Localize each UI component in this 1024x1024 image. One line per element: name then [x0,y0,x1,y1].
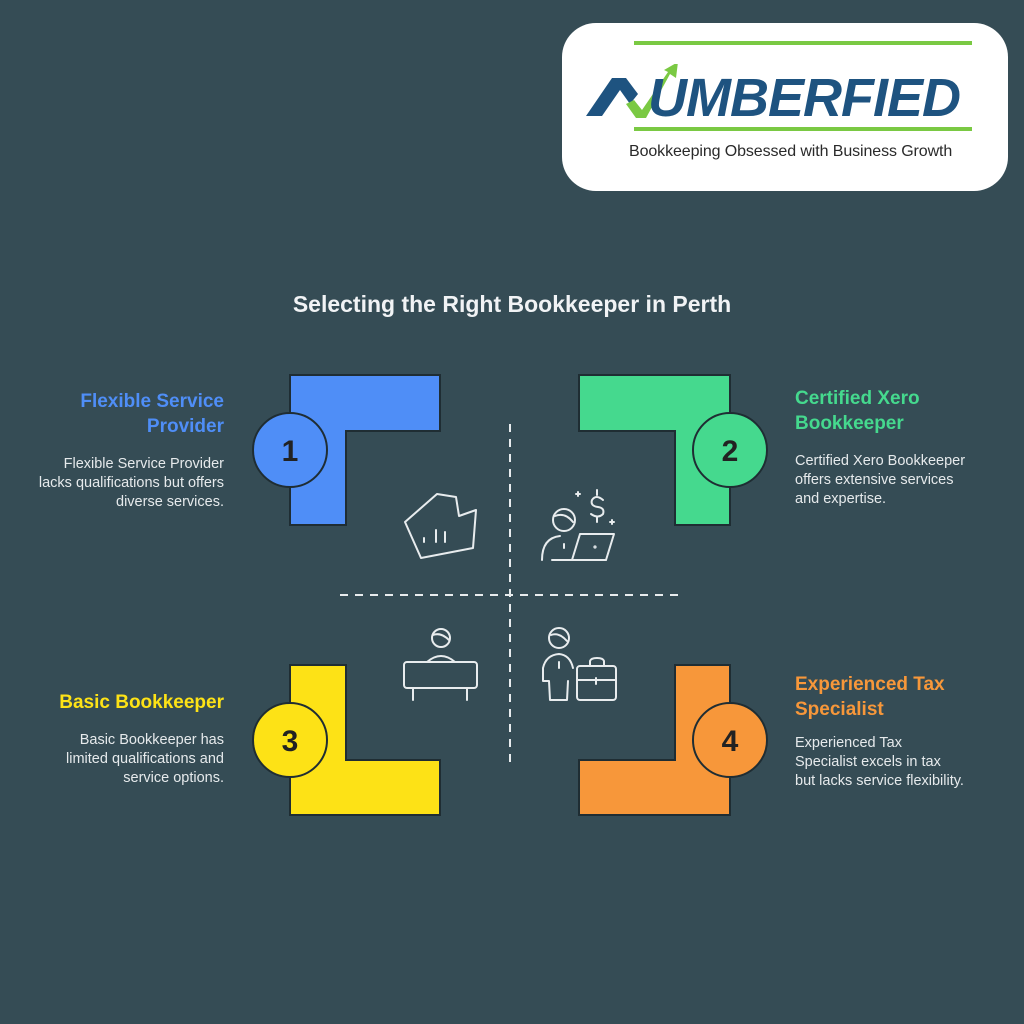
quadrant-1-number: 1 [282,435,299,468]
quadrant-2-corner-shape [578,374,731,526]
logo-top-rule [634,41,972,45]
logo-bottom-rule [634,127,972,131]
quadrant-4-heading: Experienced Tax Specialist [795,674,945,720]
logo-growth-arrow-icon [626,64,678,118]
logo-wordmark: UMBERFIED [648,68,960,124]
quadrant-1-badge [252,412,328,488]
quadrant-2-heading: Certified Xero Bookkeeper [795,388,920,434]
person-briefcase-icon [542,627,617,701]
numberfied-logo: UMBERFIED [586,64,961,124]
logo-tagline: Bookkeeping Obsessed with Business Growt… [629,143,953,160]
chart-map-icon [404,493,477,559]
quadrant-1-heading: Flexible Service Provider [80,391,224,437]
quadrant-4-corner-shape [578,664,731,816]
quadrant-2-description: Certified Xero Bookkeeper offers extensi… [795,453,966,507]
quadrant-3-description: Basic Bookkeeper has limited qualificati… [66,732,224,786]
quadrant-3-number: 3 [282,725,299,758]
quadrant-3-heading: Basic Bookkeeper [59,692,224,713]
quadrant-1-description: Flexible Service Provider lacks qualific… [38,456,224,510]
quadrant-1-corner-shape [289,374,441,526]
quadrant-2-number: 2 [722,435,739,468]
person-desk-icon [403,628,478,701]
logo-n-mark-icon [586,78,638,116]
quadrant-4-badge [692,702,768,778]
person-laptop-money-icon [541,489,615,561]
quadrant-3-badge [252,702,328,778]
quadrant-2-badge [692,412,768,488]
page-title: Selecting the Right Bookkeeper in Perth [292,291,732,317]
quadrant-4-description: Experienced Tax Specialist excels in tax… [795,735,964,789]
quadrant-4-number: 4 [722,725,739,758]
quadrant-3-corner-shape [289,664,441,816]
